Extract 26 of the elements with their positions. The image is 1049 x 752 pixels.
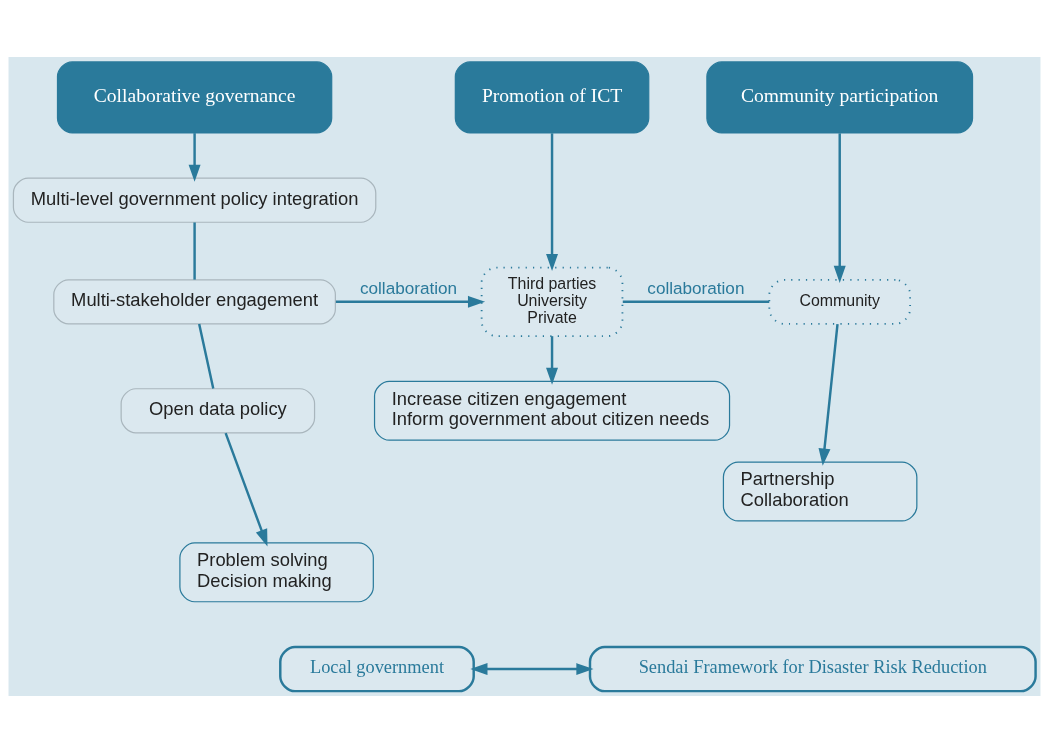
edge-label: collaboration	[359, 277, 458, 297]
arrow	[335, 295, 486, 308]
connector	[198, 323, 215, 389]
node-box: Multi-stakeholder engagement	[53, 278, 336, 324]
edge-label: collaboration	[647, 277, 745, 297]
node-box: Promotion of ICT	[454, 60, 650, 133]
node-box: Collaborative governance	[56, 60, 333, 133]
connector	[193, 222, 196, 280]
arrow	[188, 132, 201, 182]
node-box: Third parties University Private	[480, 266, 624, 337]
arrow	[546, 335, 559, 385]
arrow	[224, 432, 268, 546]
node-box: Open data policy	[120, 387, 316, 433]
arrow	[470, 662, 594, 675]
node-box: Increase citizen engagement Inform government about citizen needs	[373, 380, 731, 441]
node-box: Partnership Collaboration	[722, 461, 918, 522]
node-box: Multi-level government policy integration	[12, 177, 377, 223]
arrow	[546, 132, 559, 271]
node-box: Local government	[279, 645, 475, 692]
node-box: Problem solving Decision making	[179, 541, 374, 602]
arrow	[833, 132, 846, 283]
node-box: Sendai Framework for Disaster Risk Reduction	[588, 645, 1037, 692]
node-box: Community participation	[706, 60, 974, 133]
arrow	[818, 323, 839, 466]
connector	[622, 300, 770, 303]
node-box: Community	[768, 278, 911, 325]
